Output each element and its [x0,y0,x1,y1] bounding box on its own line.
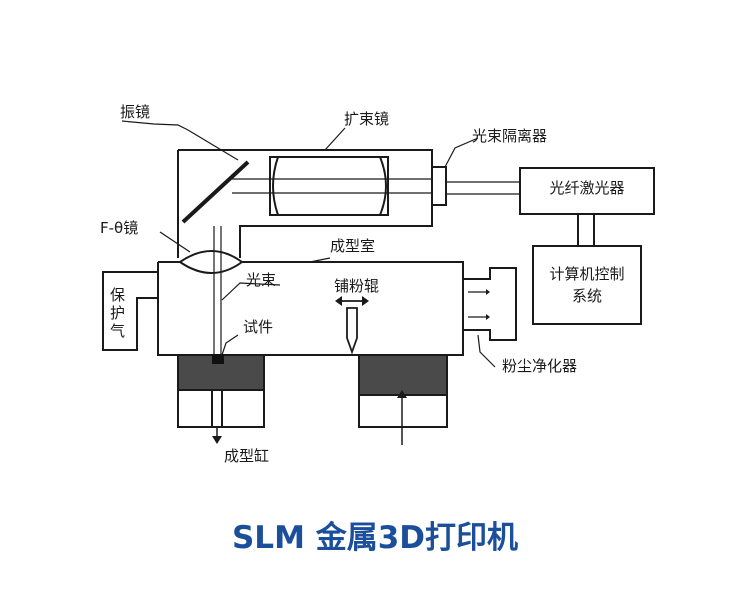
beam-expander-lens-left [272,156,279,216]
f-theta-lens [178,250,244,274]
label-workpiece: 试件 [243,318,274,336]
powder-supply [360,356,446,394]
workpiece [212,354,224,364]
label-control-system-line1: 计算机控制 [549,265,625,283]
diagram-title: SLM 金属3D打印机 [231,520,519,556]
label-beam-isolator: 光束隔离器 [472,127,548,145]
label-shielding-gas: 保护气 [110,286,126,340]
beam-isolator [431,166,447,206]
label-f-theta-lens: F-θ镜 [100,219,139,237]
label-build-cylinder: 成型缸 [224,447,270,465]
beam-expander-lens-right [379,156,387,216]
label-control-system-line2: 系统 [571,287,602,305]
label-build-chamber: 成型室 [330,237,376,255]
galvo-mirror [181,160,250,224]
dust-purifier [463,267,517,341]
fiber-laser-box [519,167,655,215]
label-fiber-laser: 光纤激光器 [549,179,625,197]
label-powder-roller: 铺粉辊 [334,277,380,295]
label-dust-purifier: 粉尘净化器 [502,357,578,375]
label-laser-beam: 光束 [246,271,277,289]
powder-roller [346,307,358,355]
powder-supply-cylinder [358,354,448,428]
optics-housing [177,149,433,258]
label-galvo-mirror: 振镜 [120,103,151,121]
control-system-box [532,245,642,325]
beam-expander-body [269,156,389,216]
shielding-gas-inlet [102,271,158,351]
build-chamber [157,261,464,356]
label-beam-expander: 扩束镜 [344,110,390,128]
